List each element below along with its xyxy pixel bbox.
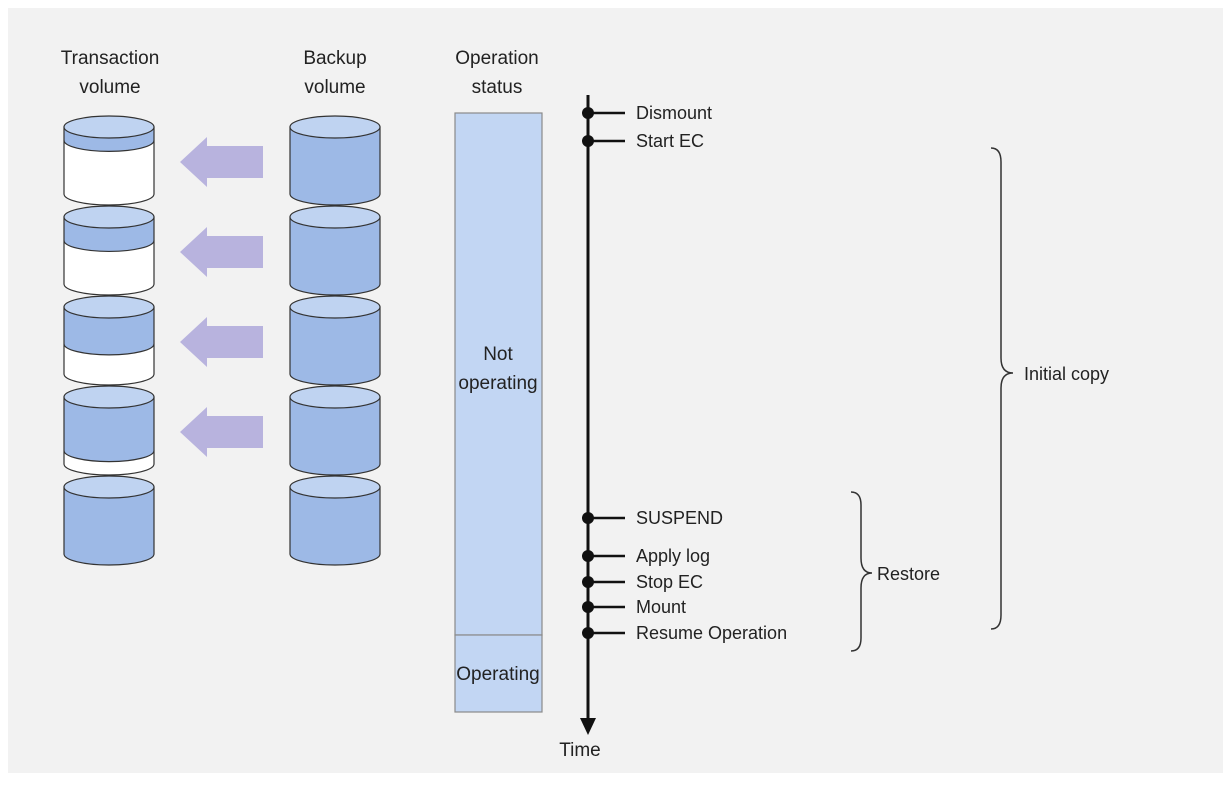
copy-arrow	[180, 227, 263, 277]
cylinder-outline	[63, 217, 155, 296]
event-label: Dismount	[636, 103, 712, 123]
cylinder-outline	[289, 127, 381, 206]
event-label: SUSPEND	[636, 508, 723, 528]
cylinder-level-line	[63, 450, 155, 463]
timeline-event: Apply log	[582, 546, 710, 566]
cylinder-level-line	[63, 140, 155, 152]
backup-volume-cylinder	[289, 115, 381, 206]
transaction-volume-cylinder	[63, 295, 155, 386]
cylinder-top	[289, 475, 381, 499]
initial-copy-brace	[990, 147, 1014, 630]
cylinder-level-line	[63, 343, 155, 356]
diagram-background	[8, 8, 1223, 773]
status-not-operating-bar	[454, 112, 543, 636]
transaction-volume-cylinder	[63, 475, 155, 566]
restore-brace	[850, 491, 873, 652]
copy-arrow-stack	[180, 137, 263, 457]
backup-volume-cylinder	[289, 295, 381, 386]
time-axis-arrowhead	[580, 718, 596, 735]
event-label: Resume Operation	[636, 623, 787, 643]
cylinder-fill	[290, 487, 380, 565]
cylinder-top	[63, 115, 155, 139]
phase-restore-label: Restore	[877, 564, 940, 584]
status-not-operating-line2: operating	[458, 373, 537, 394]
timeline-event: Start EC	[582, 131, 704, 151]
header-operation-line2: status	[472, 77, 523, 98]
cylinder-top	[63, 295, 155, 319]
cylinder-fill	[290, 127, 380, 205]
cylinder-top	[289, 295, 381, 319]
cylinder-fill	[64, 307, 154, 355]
status-operating-bar	[454, 634, 543, 713]
backup-volume-stack	[289, 115, 381, 566]
transaction-volume-cylinder	[63, 205, 155, 296]
cylinder-top	[63, 385, 155, 409]
copy-arrow	[180, 317, 263, 367]
event-label: Mount	[636, 597, 686, 617]
cylinder-fill	[64, 487, 154, 565]
backup-volume-cylinder	[289, 475, 381, 566]
phase-initial-copy-label: Initial copy	[1024, 364, 1109, 384]
header-operation-line1: Operation	[455, 48, 538, 69]
cylinder-fill	[290, 307, 380, 385]
cylinder-top	[63, 475, 155, 499]
cylinder-outline	[289, 397, 381, 476]
cylinder-fill	[290, 217, 380, 295]
transaction-volume-cylinder	[63, 115, 155, 206]
timeline-event: Mount	[582, 597, 686, 617]
cylinder-outline	[289, 307, 381, 386]
cylinder-fill	[290, 397, 380, 475]
event-label: Apply log	[636, 546, 710, 566]
cylinder-outline	[289, 487, 381, 566]
header-backup-line2: volume	[304, 77, 365, 98]
cylinder-outline	[289, 217, 381, 296]
transaction-volume-stack	[63, 115, 155, 566]
time-axis-label: Time	[559, 740, 601, 761]
event-label: Stop EC	[636, 572, 703, 592]
timeline-event: SUSPEND	[582, 508, 723, 528]
header-transaction-line2: volume	[79, 77, 140, 98]
header-transaction-line1: Transaction	[61, 48, 160, 69]
backup-volume-cylinder	[289, 205, 381, 296]
timeline-event: Stop EC	[582, 572, 703, 592]
transaction-volume-cylinder	[63, 385, 155, 476]
cylinder-outline	[63, 127, 155, 206]
copy-arrow	[180, 137, 263, 187]
cylinder-level-line	[63, 240, 155, 253]
cylinder-outline	[63, 487, 155, 566]
status-not-operating-line1: Not	[483, 344, 513, 365]
status-operating-label: Operating	[456, 664, 539, 685]
header-backup-line1: Backup	[303, 48, 366, 69]
timeline-event: Dismount	[582, 103, 712, 123]
cylinder-top	[289, 115, 381, 139]
event-label: Start EC	[636, 131, 704, 151]
timeline-event: Resume Operation	[582, 623, 787, 643]
cylinder-outline	[63, 307, 155, 386]
cylinder-outline	[63, 397, 155, 476]
cylinder-fill	[64, 397, 154, 462]
backup-volume-cylinder	[289, 385, 381, 476]
cylinder-top	[289, 385, 381, 409]
copy-arrow	[180, 407, 263, 457]
cylinder-top	[63, 205, 155, 229]
cylinder-top	[289, 205, 381, 229]
